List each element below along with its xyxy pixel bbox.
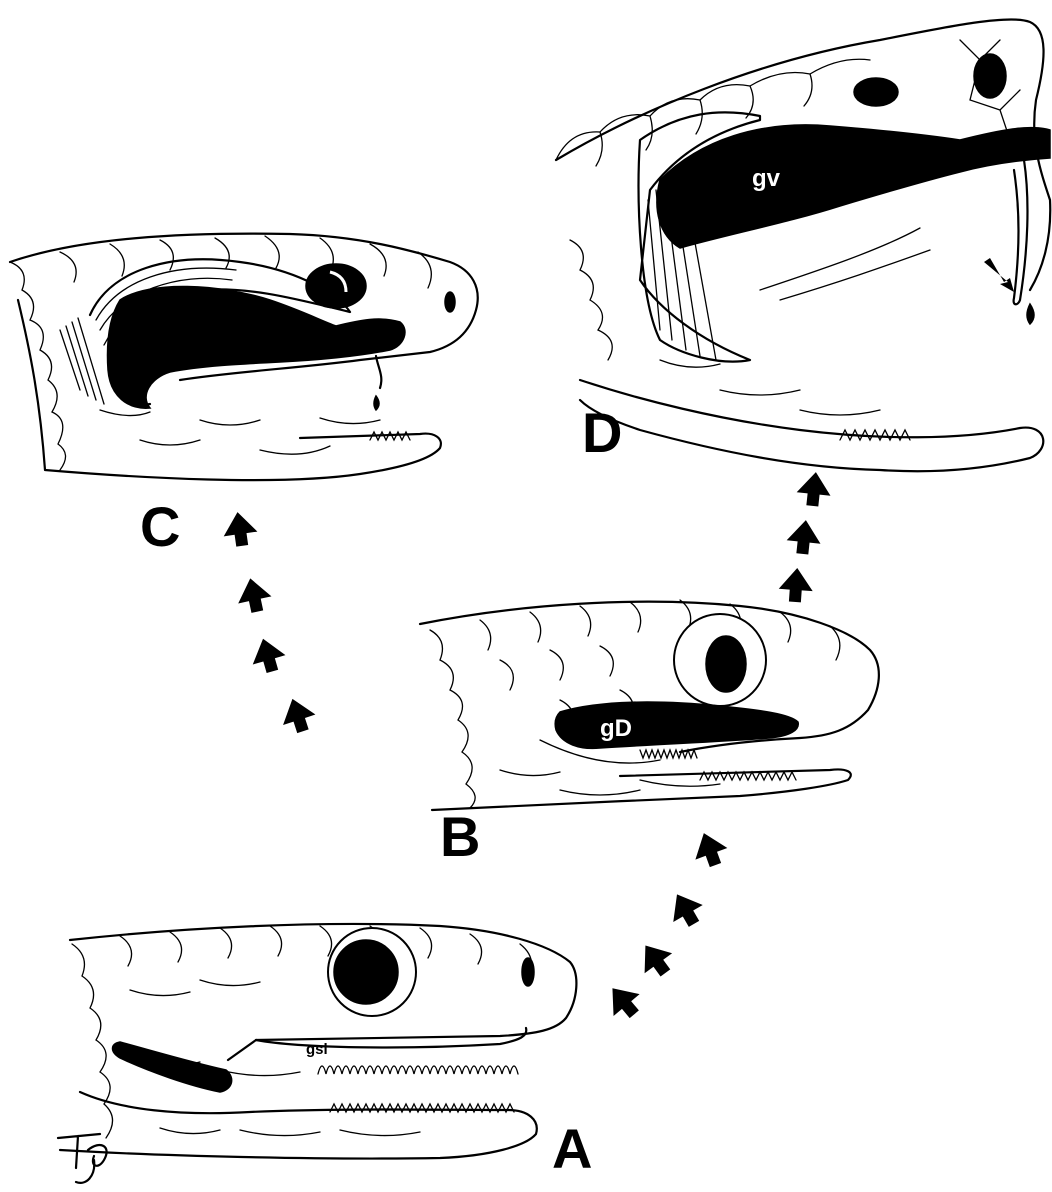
panel-b-letter: B: [440, 805, 480, 868]
arrow-b-to-c-3: [234, 575, 274, 615]
arrow-b-to-c-2: [247, 634, 289, 676]
panel-d-gland-label: gv: [752, 165, 781, 192]
arrow-chain-b-to-c: [221, 510, 319, 737]
artist-signature: [58, 1134, 107, 1183]
panel-c-letter: C: [140, 495, 180, 558]
arrow-b-to-d-3: [795, 470, 832, 507]
arrow-a-to-b-1: [599, 977, 647, 1025]
arrow-chain-a-to-b: [599, 827, 731, 1025]
panel-d-snake-head: [556, 19, 1050, 471]
arrow-a-to-b-4: [688, 827, 732, 871]
panel-b-snake-head: [420, 600, 879, 810]
panel-d-letter: D: [582, 401, 622, 464]
panel-c-snake-head: [10, 234, 478, 480]
arrow-b-to-c-1: [276, 694, 319, 737]
arrow-a-to-b-2: [632, 935, 679, 982]
arrow-chain-b-to-d: [778, 470, 833, 603]
arrow-b-to-c-4: [221, 510, 259, 548]
panel-b-gland-label: gD: [600, 715, 632, 742]
arrow-b-to-d-2: [785, 518, 822, 555]
arrow-b-to-d-1: [778, 567, 814, 603]
panel-a-letter: A: [552, 1117, 592, 1180]
arrow-a-to-b-3: [662, 886, 708, 932]
panel-a-gland-label: gsl: [306, 1041, 328, 1058]
